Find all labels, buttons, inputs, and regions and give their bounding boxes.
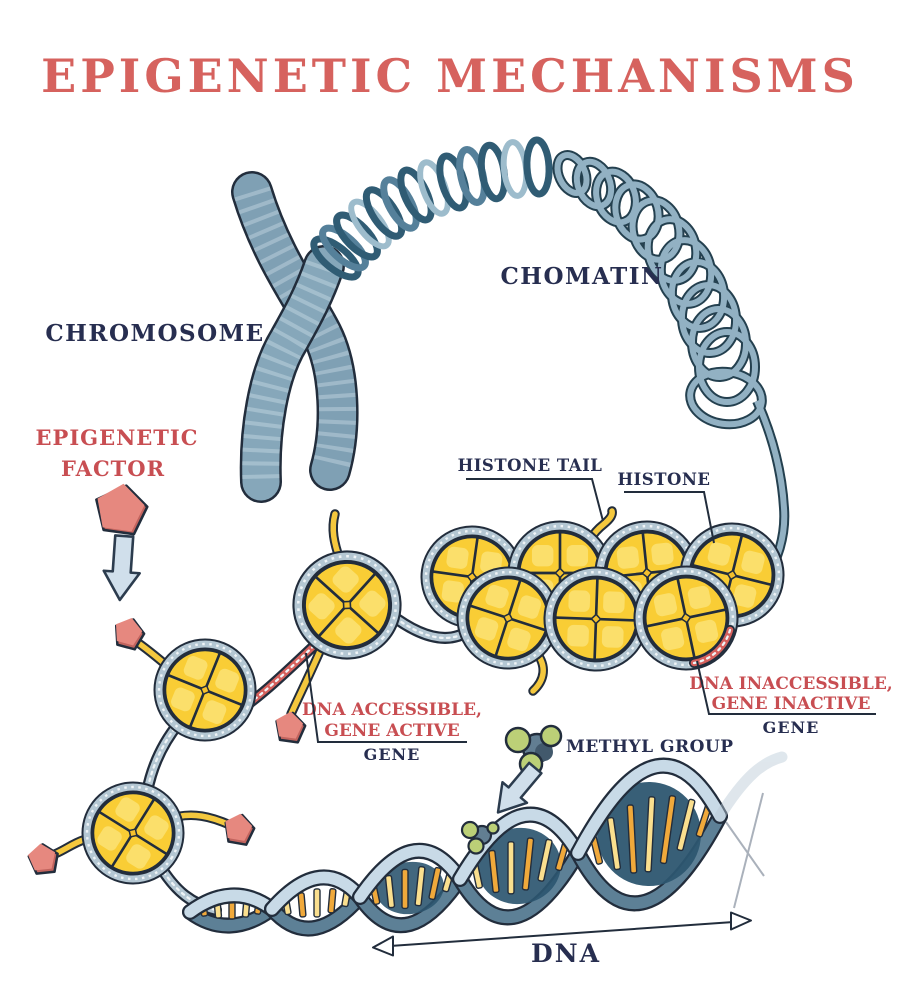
coil-loop xyxy=(380,176,420,232)
coil-loop xyxy=(417,159,451,217)
leader-line xyxy=(466,478,604,522)
methyl-arrow-icon xyxy=(496,761,543,814)
spring-ring xyxy=(696,329,758,405)
epigenetic-factor: EPIGENETIC FACTOR xyxy=(36,425,199,602)
chromatin-label: CHOMATIN xyxy=(500,263,663,290)
coil-loop xyxy=(310,235,362,281)
helix-back-ribbon xyxy=(184,903,278,932)
spring-ring xyxy=(612,181,662,243)
methyl-molecule-small xyxy=(460,820,500,855)
coil-loop xyxy=(319,224,369,272)
dna-inaccessible-label-line1: DNA INACCESSIBLE, xyxy=(689,674,892,694)
histone xyxy=(547,570,644,667)
dna-inaccessible-label-line2: GENE INACTIVE xyxy=(712,694,871,714)
chromosome-arm xyxy=(231,171,359,491)
coil-loop xyxy=(523,136,553,198)
page-title: EPIGENETIC MECHANISMS xyxy=(41,49,859,103)
spring-ring xyxy=(687,368,765,428)
epigenetic-factor-label-line2: FACTOR xyxy=(61,456,165,481)
helix-rung xyxy=(588,795,713,874)
down-arrow-icon xyxy=(102,534,141,602)
helix-front-ribbon xyxy=(454,808,584,885)
coil-loop xyxy=(348,198,392,250)
helix-front-ribbon xyxy=(184,889,278,918)
dna-span-arrow xyxy=(375,920,749,948)
helix-back-ribbon xyxy=(266,891,366,935)
chromosome-arm xyxy=(239,245,345,503)
histone-tail-label: HISTONE TAIL xyxy=(458,456,603,475)
methyl-group: METHYL GROUP xyxy=(496,724,734,814)
dna-annotation: DNA xyxy=(372,911,752,968)
dna-helix xyxy=(182,751,788,937)
epigenetic-factor-pentagon xyxy=(95,483,149,536)
dna-accessible-label-line1: DNA ACCESSIBLE, xyxy=(302,700,482,720)
annotations: HISTONE TAIL HISTONE DNA ACCESSIBLE, GEN… xyxy=(302,456,893,764)
helix-rung xyxy=(369,865,455,910)
leader-line xyxy=(624,491,715,544)
gene-active-caption: GENE xyxy=(364,745,421,764)
arrowhead-right-icon xyxy=(730,911,752,931)
red-dna-strand xyxy=(224,640,320,721)
leader-line xyxy=(696,660,876,715)
spring-ring xyxy=(573,158,615,210)
histone xyxy=(145,630,265,750)
coil-loop xyxy=(362,186,406,240)
dna-accessible-label-line2: GENE ACTIVE xyxy=(324,721,459,741)
histone-group xyxy=(70,518,789,896)
dna-label: DNA xyxy=(531,939,601,968)
arrowhead-left-icon xyxy=(372,935,394,957)
histone-label: HISTONE xyxy=(617,470,710,489)
gene-inactive-caption: GENE xyxy=(763,718,820,737)
chromosome-label: CHROMOSOME xyxy=(45,320,264,347)
spring-ring xyxy=(593,168,639,226)
methyl-group-label: METHYL GROUP xyxy=(566,737,734,757)
epigenetic-factor-label-line1: EPIGENETIC xyxy=(36,425,199,450)
red-inaccessible-arc xyxy=(689,625,735,668)
chromatin-spring xyxy=(552,150,790,588)
chromosome xyxy=(231,171,359,503)
chromatin-coil xyxy=(310,136,553,281)
leader-line xyxy=(305,652,467,743)
helix-back-ribbon xyxy=(454,847,584,924)
helix-front-ribbon xyxy=(572,759,726,859)
histone xyxy=(70,770,197,897)
helix-front-ribbon xyxy=(266,871,366,915)
helix-cut-end xyxy=(714,751,788,909)
helix-back-ribbon xyxy=(572,810,726,910)
helix-front-ribbon xyxy=(354,845,466,903)
helix-back-ribbon xyxy=(354,873,466,931)
coil-loop xyxy=(436,152,470,212)
coil-loop xyxy=(333,211,381,261)
pentagon-icon xyxy=(220,810,258,847)
pentagon-icon xyxy=(25,840,61,876)
helix-rung xyxy=(471,837,569,895)
